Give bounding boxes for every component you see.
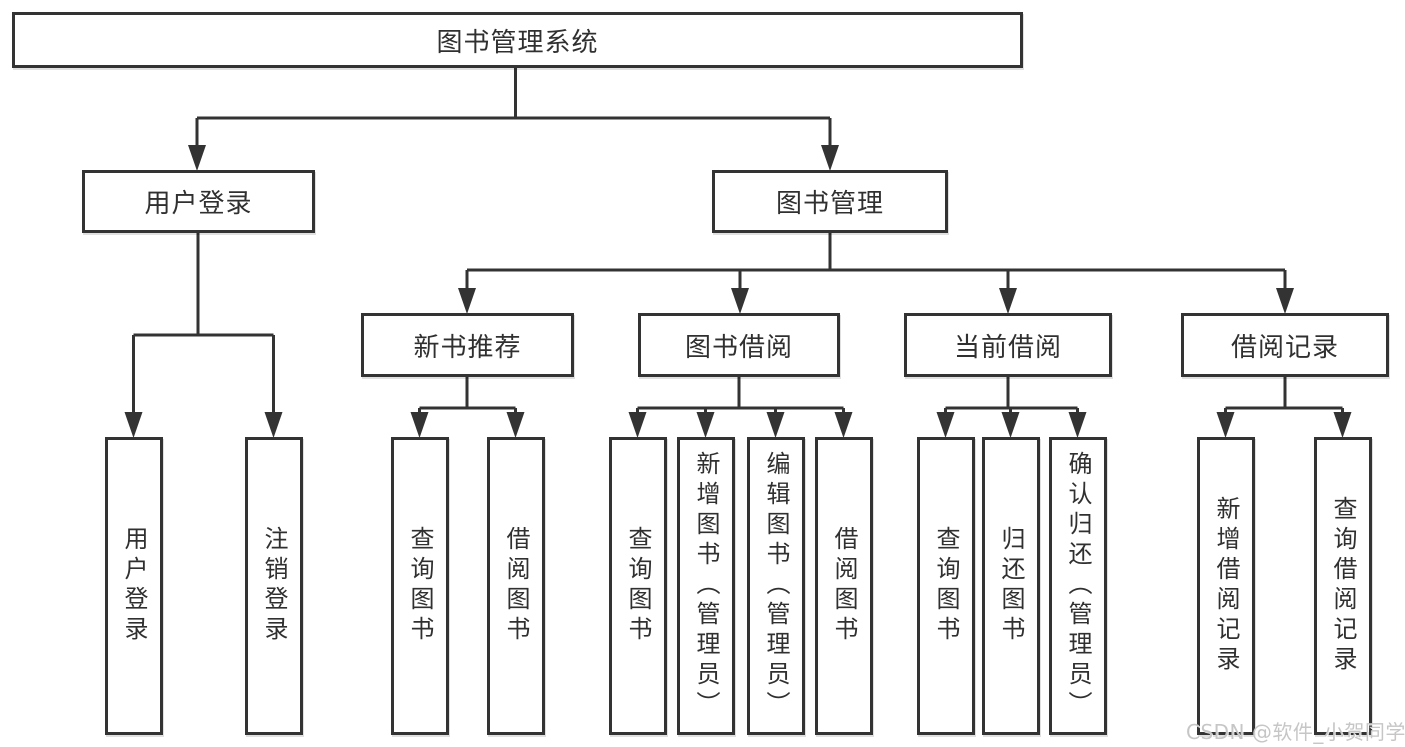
leaf-query-book-current: 查询图书 xyxy=(917,437,975,735)
arrowhead xyxy=(410,412,429,438)
node-current-borrow: 当前借阅 xyxy=(904,313,1112,377)
leaf-query-book-borrow: 查询图书 xyxy=(609,437,667,735)
arrowhead xyxy=(834,412,853,438)
connector-current-borrow-to-leaves xyxy=(936,377,1087,438)
arrowhead xyxy=(1068,412,1087,438)
connector-borrow-record-to-leaves xyxy=(1216,377,1352,438)
arrowhead xyxy=(124,412,143,438)
leaf-borrow-book-recommend: 借阅图书 xyxy=(487,437,545,735)
arrowhead xyxy=(1216,412,1235,438)
leaf-add-borrow-record: 新增借阅记录 xyxy=(1197,437,1255,735)
node-new-book-recommend: 新书推荐 xyxy=(361,313,574,377)
arrowhead xyxy=(628,412,647,438)
leaf-confirm-return-admin: 确认归还（管理员） xyxy=(1049,437,1107,735)
leaf-query-borrow-record: 查询借阅记录 xyxy=(1314,437,1372,735)
node-book-borrow: 图书借阅 xyxy=(638,313,840,377)
arrowhead xyxy=(506,412,525,438)
node-root-system: 图书管理系统 xyxy=(12,12,1023,68)
connector-root-to-level2 xyxy=(188,68,839,171)
arrowhead xyxy=(1333,412,1352,438)
connector-new-book-recommend-to-leaves xyxy=(410,377,525,438)
connector-book-borrow-to-leaves xyxy=(628,377,853,438)
connector-user-login-to-leaves xyxy=(124,233,283,438)
node-borrow-record: 借阅记录 xyxy=(1181,313,1389,377)
arrowhead xyxy=(999,288,1017,314)
leaf-user-login: 用户登录 xyxy=(105,437,163,735)
connector-book-management-to-level3 xyxy=(458,233,1294,314)
arrowhead xyxy=(696,412,715,438)
arrowhead xyxy=(188,145,206,171)
leaf-logout: 注销登录 xyxy=(245,437,303,735)
node-user-login: 用户登录 xyxy=(82,170,315,233)
leaf-query-book-recommend: 查询图书 xyxy=(391,437,449,735)
leaf-add-book-admin: 新增图书（管理员） xyxy=(677,437,735,735)
leaf-edit-book-admin: 编辑图书（管理员） xyxy=(747,437,805,735)
arrowhead xyxy=(264,412,283,438)
node-book-management: 图书管理 xyxy=(712,170,948,233)
leaf-borrow-book: 借阅图书 xyxy=(815,437,873,735)
arrowhead xyxy=(766,412,785,438)
arrowhead xyxy=(821,145,839,171)
leaf-return-book: 归还图书 xyxy=(982,437,1040,735)
csdn-watermark: CSDN @软件_小贺同学 xyxy=(1186,720,1405,744)
arrowhead xyxy=(936,412,955,438)
arrowhead xyxy=(458,288,476,314)
arrowhead xyxy=(1001,412,1020,438)
arrowhead xyxy=(731,288,749,314)
arrowhead xyxy=(1276,288,1294,314)
